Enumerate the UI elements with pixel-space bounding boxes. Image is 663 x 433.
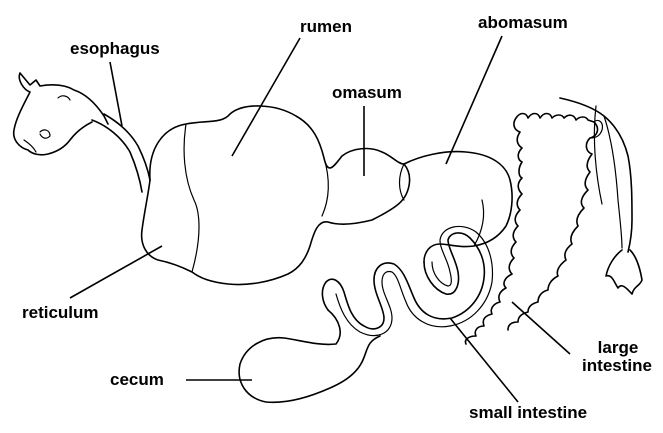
label-small-intestine: small intestine xyxy=(469,404,587,422)
stomach-outline xyxy=(142,106,512,285)
label-esophagus: esophagus xyxy=(70,40,160,58)
label-abomasum: abomasum xyxy=(478,14,568,32)
label-large-intestine-line2: intestine xyxy=(574,357,660,375)
leader-abomasum xyxy=(446,36,502,164)
leader-rumen xyxy=(232,38,300,156)
leader-large-intestine xyxy=(512,302,570,354)
cow-tail xyxy=(560,98,642,294)
leader-reticulum xyxy=(70,246,162,298)
cecum-pouch xyxy=(239,310,380,402)
label-omasum: omasum xyxy=(332,84,402,102)
esophagus-tube xyxy=(92,114,150,192)
label-cecum: cecum xyxy=(110,371,164,389)
label-rumen: rumen xyxy=(300,18,352,36)
label-large-intestine-line1: large xyxy=(582,339,654,357)
small-intestine-loops xyxy=(322,226,492,335)
leader-esophagus xyxy=(110,62,122,126)
large-intestine-coil xyxy=(465,114,602,345)
cow-head-outline xyxy=(14,73,108,155)
label-reticulum: reticulum xyxy=(22,304,99,322)
